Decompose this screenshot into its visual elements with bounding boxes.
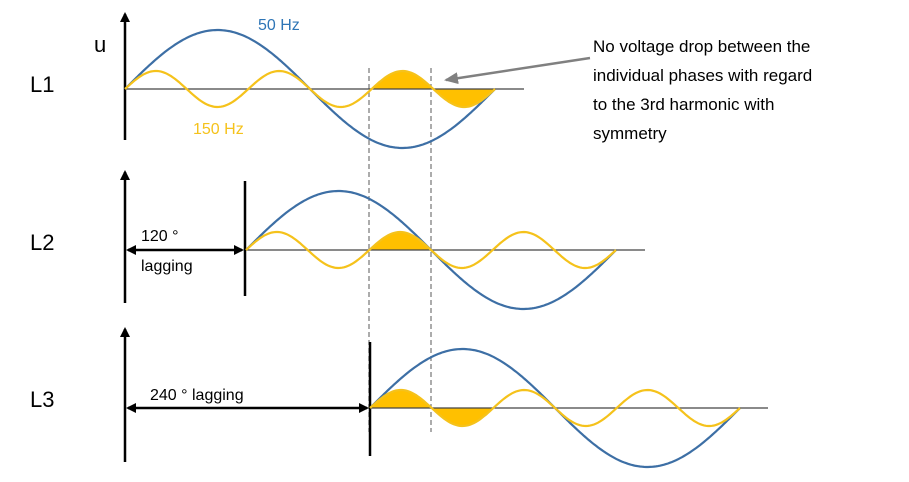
lag-label-l2-line1: 120 ° — [141, 228, 179, 245]
harmonic-fill-l2 — [369, 232, 431, 251]
phase-label-l2: L2 — [30, 230, 54, 255]
label-150hz: 150 Hz — [193, 121, 244, 138]
note-line-1: No voltage drop between the — [593, 37, 810, 56]
lag-label-l2-line2: lagging — [141, 258, 193, 275]
wave-150hz-l2 — [245, 230, 617, 270]
phase-label-l1: L1 — [30, 72, 54, 97]
axis-label-u: u — [94, 32, 106, 57]
phase-label-l3: L3 — [30, 387, 54, 412]
note-arrow — [444, 56, 591, 85]
note-line-4: symmetry — [593, 124, 667, 143]
wave-150hz-l1 — [124, 69, 496, 109]
label-50hz: 50 Hz — [258, 17, 300, 34]
wave-150hz-l3 — [369, 388, 741, 428]
note-line-2: individual phases with regard — [593, 66, 812, 85]
phase-l3: L3 240 ° lagging — [30, 327, 768, 469]
phase-l1: L1 u 50 Hz 150 Hz — [30, 12, 524, 150]
annotation-note: No voltage drop between the individual p… — [444, 37, 812, 143]
phase-l2: L2 120 ° lagging — [30, 170, 645, 311]
note-line-3: to the 3rd harmonic with — [593, 95, 774, 114]
lag-label-l3: 240 ° lagging — [150, 387, 244, 404]
